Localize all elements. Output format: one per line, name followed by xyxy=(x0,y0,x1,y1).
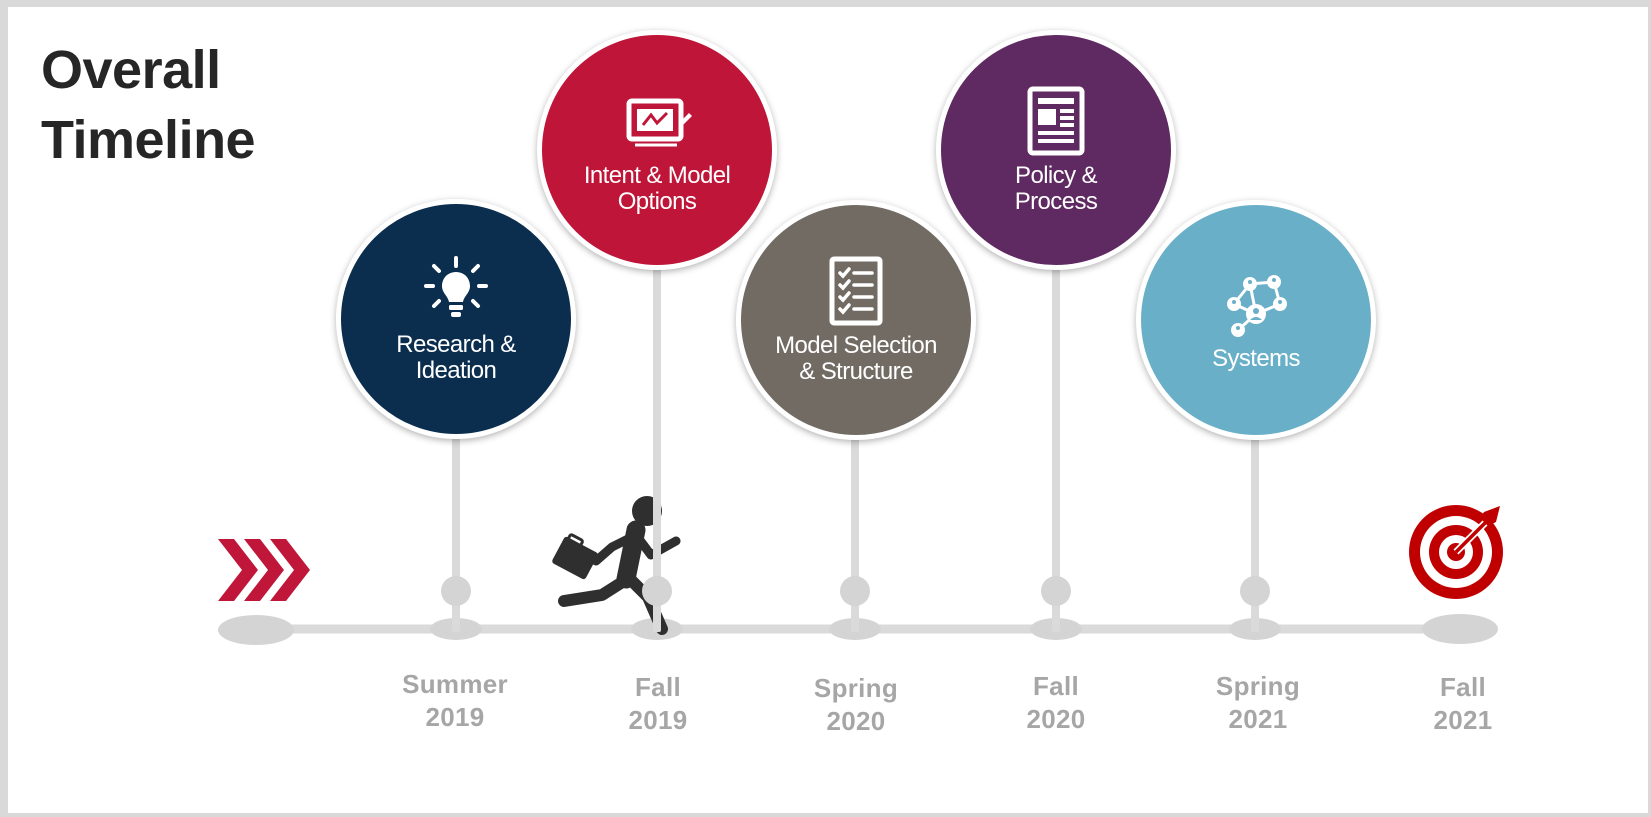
title-line-1: Overall xyxy=(41,40,221,100)
end-date: Fall 2021 xyxy=(1393,671,1533,737)
network-icon xyxy=(1227,275,1287,337)
milestone-circle: Model Selection & Structure xyxy=(736,200,976,440)
milestone-knob xyxy=(1240,576,1270,606)
milestone-stem xyxy=(653,262,661,632)
milestone-stem xyxy=(452,427,460,632)
milestone-label: Research & Ideation xyxy=(396,331,516,384)
milestone-date: Spring 2021 xyxy=(1188,670,1328,736)
milestone-knob xyxy=(1041,576,1071,606)
milestone-label: Model Selection & Structure xyxy=(775,332,937,385)
milestone-date: Summer 2019 xyxy=(385,668,525,734)
milestone-circle: Research & Ideation xyxy=(336,199,576,439)
date-year: 2019 xyxy=(425,702,485,732)
milestone-stem xyxy=(851,432,859,632)
monitor-chart-icon xyxy=(626,98,692,147)
milestone-circle: Intent & Model Options xyxy=(537,30,777,270)
milestone-label: Policy & Process xyxy=(1014,162,1098,215)
milestone-label: Systems xyxy=(1212,345,1300,372)
date-season: Fall xyxy=(1033,671,1079,701)
triple-chevron-icon xyxy=(218,539,310,601)
milestone-label: Intent & Model Options xyxy=(583,162,731,215)
date-year: 2020 xyxy=(1026,704,1086,734)
target-icon xyxy=(1409,505,1503,599)
milestone-circle: Policy & Process xyxy=(936,30,1176,270)
title-line-2: Timeline xyxy=(41,110,256,170)
date-season: Spring xyxy=(813,673,899,703)
date-season: Fall xyxy=(1440,672,1486,702)
checklist-icon xyxy=(829,256,883,326)
date-year: 2021 xyxy=(1433,705,1493,735)
milestone-knob xyxy=(642,576,672,606)
page-title: Overall Timeline xyxy=(41,35,256,175)
date-season: Spring xyxy=(1215,671,1301,701)
date-year: 2019 xyxy=(628,705,688,735)
milestone-date: Fall 2019 xyxy=(588,671,728,737)
lightbulb-icon xyxy=(424,256,488,317)
milestone-date: Fall 2020 xyxy=(986,670,1126,736)
milestone-knob xyxy=(840,576,870,606)
milestone-date: Spring 2020 xyxy=(786,672,926,738)
date-year: 2020 xyxy=(826,706,886,736)
date-year: 2021 xyxy=(1228,704,1288,734)
start-node xyxy=(218,615,294,645)
end-node xyxy=(1422,614,1498,644)
milestone-stem xyxy=(1052,262,1060,632)
milestone-stem xyxy=(1251,432,1259,632)
date-season: Summer xyxy=(402,669,508,699)
milestone-knob xyxy=(441,576,471,606)
milestone-circle: Systems xyxy=(1136,200,1376,440)
date-season: Fall xyxy=(635,672,681,702)
newspaper-icon xyxy=(1027,86,1085,156)
slide: Overall Timeline xyxy=(8,7,1648,813)
